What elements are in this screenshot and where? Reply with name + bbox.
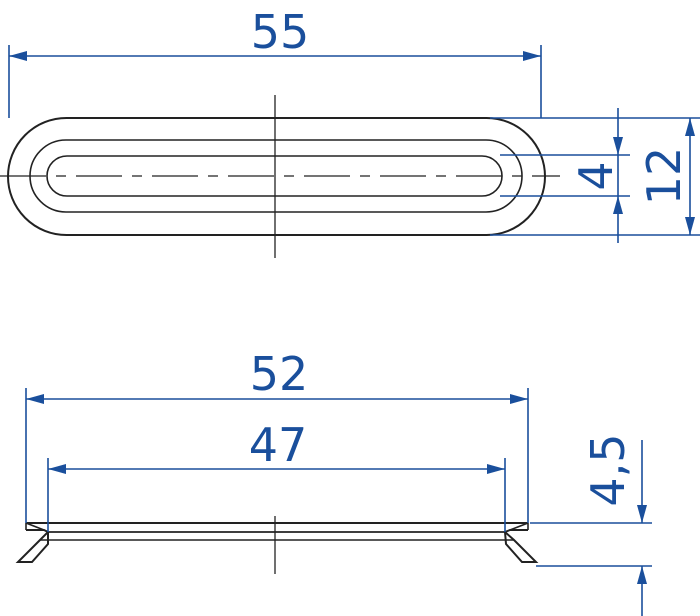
dimension-label-52: 52 — [250, 347, 309, 401]
dimension-label-4: 4 — [569, 161, 623, 190]
dimension-47: 47 — [47, 418, 506, 532]
dimension-label-4-5: 4,5 — [581, 433, 635, 506]
dimension-55: 55 — [8, 5, 542, 118]
dimension-4: 4 — [569, 108, 623, 243]
top-view — [0, 95, 560, 258]
dimension-52: 52 — [25, 347, 529, 523]
dimension-label-12: 12 — [637, 147, 691, 206]
dimension-12: 12 — [637, 118, 695, 235]
dimension-4-5: 4,5 — [530, 433, 652, 616]
dimension-label-47: 47 — [249, 418, 308, 472]
right-extension-lines — [490, 117, 700, 236]
dimension-label-55: 55 — [251, 5, 310, 59]
side-profile — [15, 516, 539, 574]
